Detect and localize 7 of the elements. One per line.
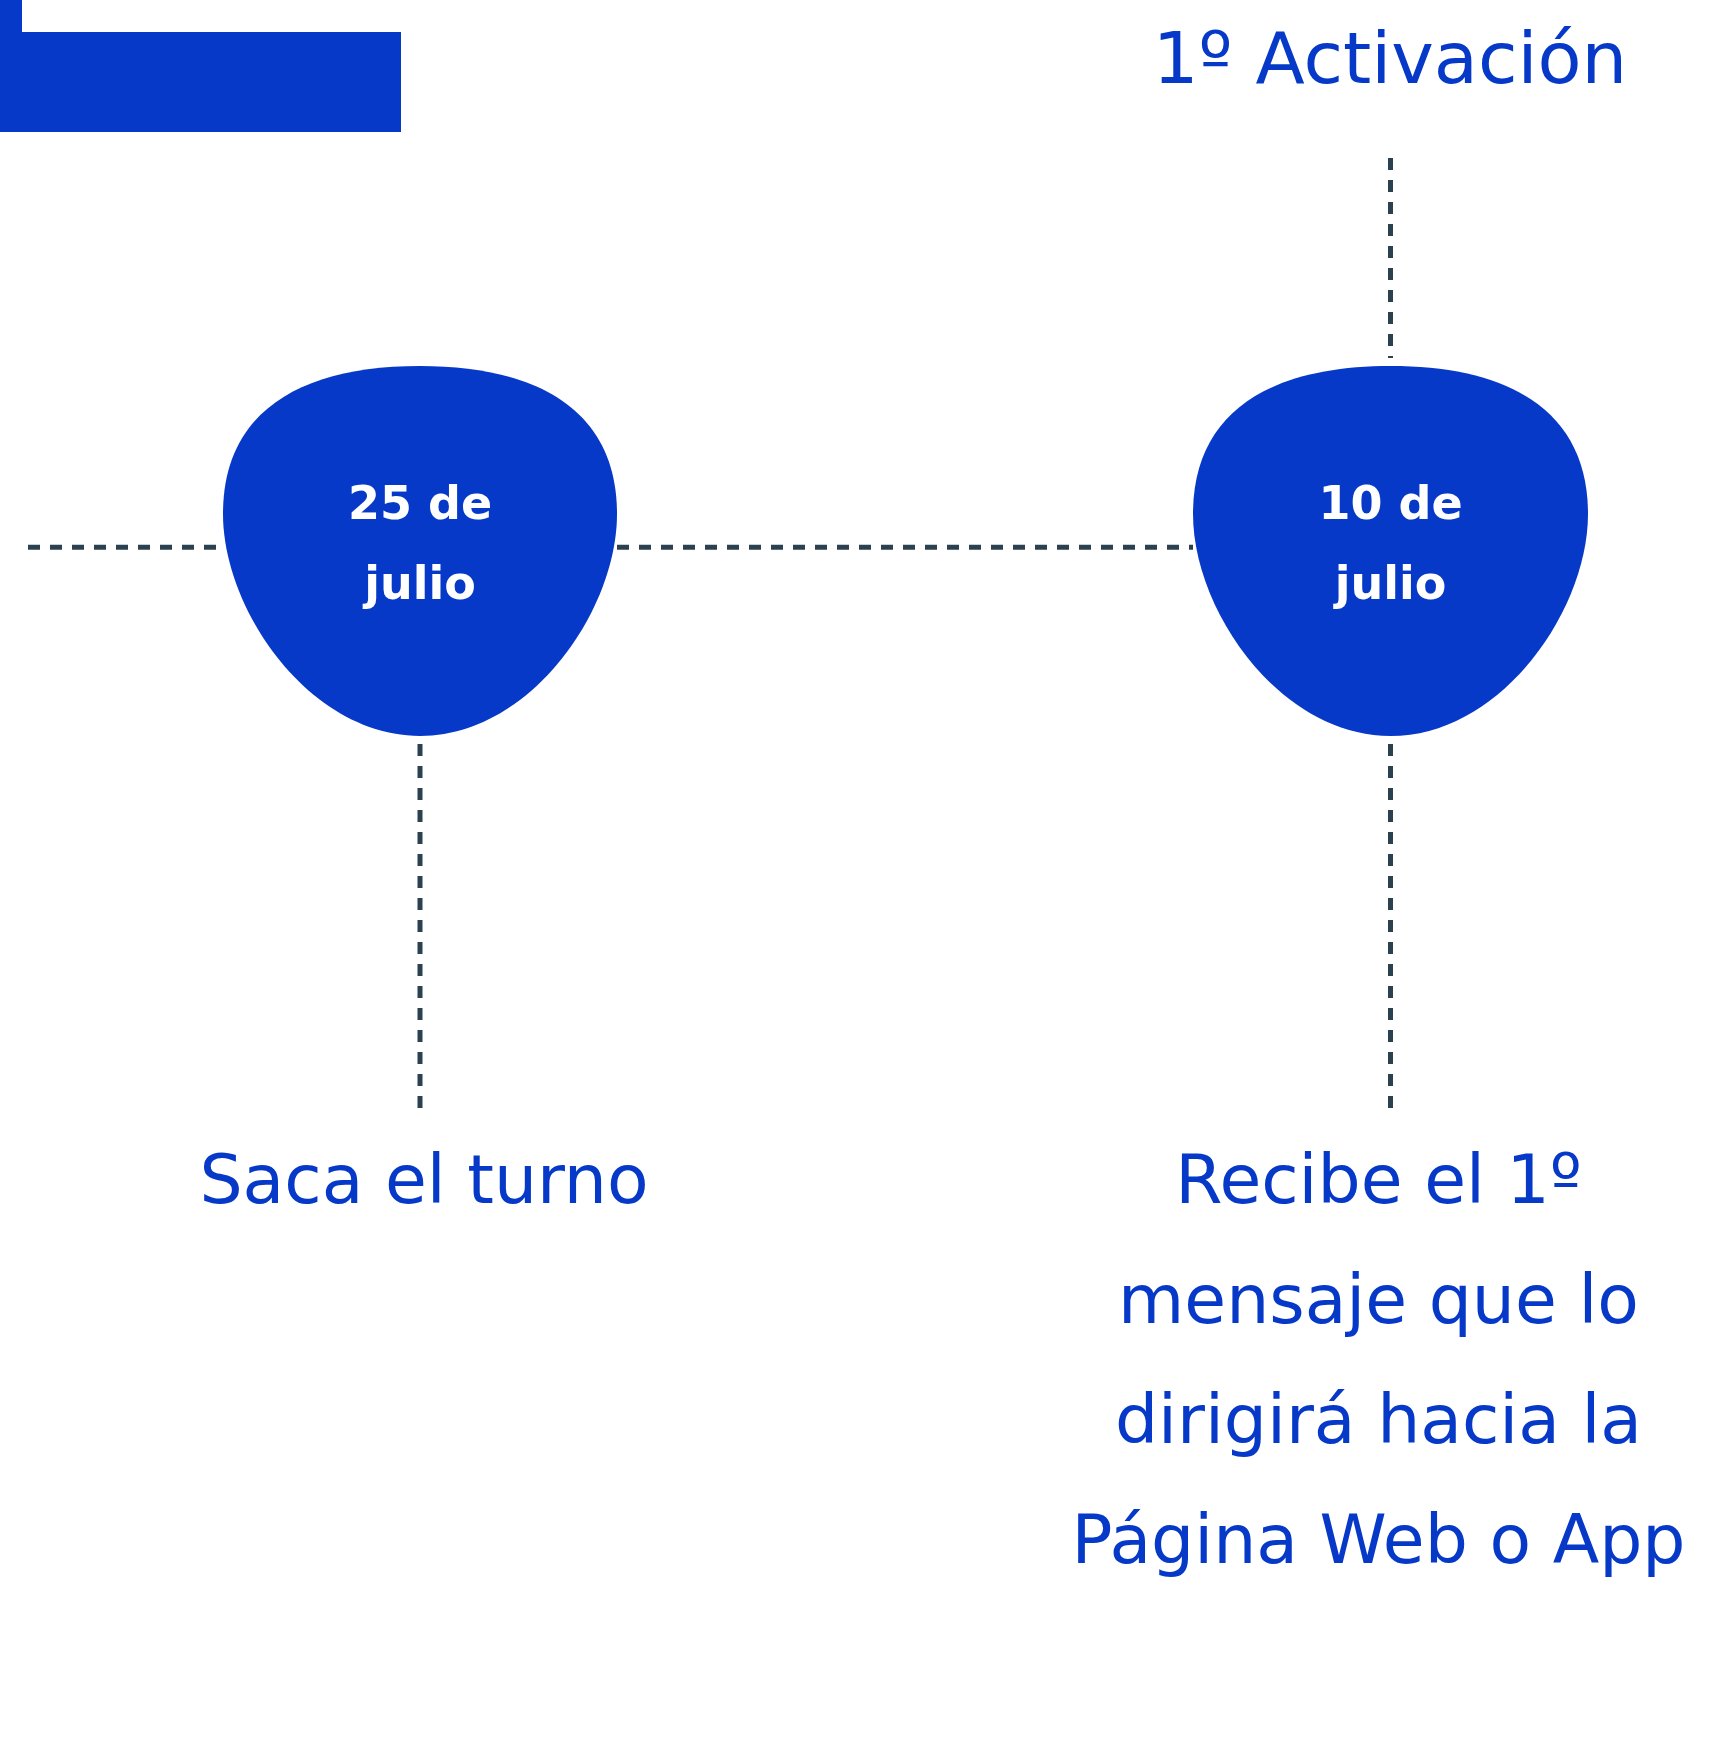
date-label: 25 de julio xyxy=(346,475,494,612)
dashed-connector xyxy=(1388,158,1393,358)
dashed-connector xyxy=(617,544,1193,550)
milestone-heading: 1º Activación xyxy=(1152,15,1628,102)
step-description: Saca el turno xyxy=(199,1139,649,1221)
date-label: 10 de julio xyxy=(1317,475,1464,612)
step-description: Recibe el 1º mensaje que lo dirigirá hacia la Página Web o App xyxy=(1070,1139,1687,1581)
